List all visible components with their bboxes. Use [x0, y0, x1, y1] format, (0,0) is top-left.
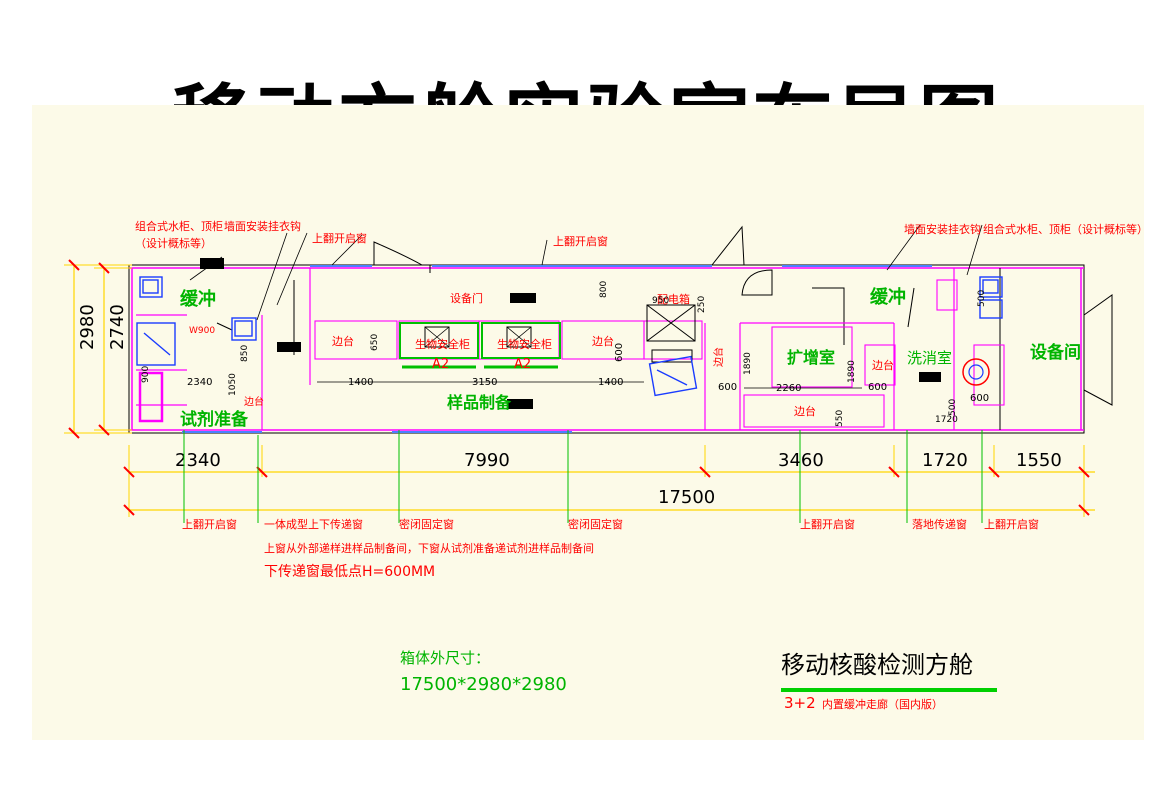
dim-600d: 600 — [970, 393, 989, 404]
dim-1890a: 1890 — [743, 352, 753, 375]
note-desc-1: 上窗从外部递样进样品制备间，下窗从试剂准备递试剂进样品制备间 — [264, 541, 594, 555]
note-hook-right: 墙面安装挂衣钩 — [904, 222, 981, 236]
interior-dimensions: 1400 3150 1400 2260 600 600 600 600 950 … — [141, 281, 989, 427]
dim-1550: 1550 — [1016, 450, 1062, 471]
dim-500a: 500 — [977, 290, 987, 307]
note-hook-left: 墙面安装挂衣钩 — [224, 219, 301, 233]
counter-label-1: 边台 — [332, 334, 354, 348]
dim-2340: 2340 — [175, 450, 221, 471]
dim-2740: 2740 — [107, 304, 128, 350]
bsc-class-2: A2 — [514, 357, 531, 372]
dim-1720-small: 1720 — [935, 415, 958, 425]
counter-label-4: 边台 — [872, 358, 894, 372]
dim-1400b: 1400 — [598, 377, 623, 388]
bsc-label-1: 生物安全柜 — [415, 337, 470, 351]
dim-650: 650 — [370, 334, 380, 351]
counter-label-2: 边台 — [592, 334, 614, 348]
drawing-sheet: 缓冲 缓冲 试剂准备 样品制备 扩增室 洗消室 设备间 生物安全柜 A2 生物安… — [32, 105, 1144, 740]
bsc-label-2: 生物安全柜 — [497, 337, 552, 351]
note-bottom-3: 密闭固定窗 — [399, 517, 454, 531]
panel-label: 配电箱 — [657, 292, 690, 306]
note-bottom-5: 上翻开启窗 — [800, 517, 855, 531]
room-reagent-prep: 试剂准备 — [180, 409, 249, 430]
top-notes: 组合式水柜、顶柜 （设计概标等） 墙面安装挂衣钩 上翻开启窗 上翻开启窗 墙面安… — [135, 219, 1144, 250]
room-buffer-left: 缓冲 — [180, 288, 216, 310]
partitions — [136, 268, 955, 430]
note-desc-2: 下传递窗最低点H=600MM — [264, 563, 435, 580]
box-size-value: 17500*2980*2980 — [400, 674, 567, 695]
equipment-room-shape — [999, 268, 1113, 430]
dim-2980: 2980 — [77, 304, 98, 350]
note-bottom-1: 上翻开启窗 — [182, 517, 237, 531]
dim-2260: 2260 — [776, 383, 801, 394]
box-size: 箱体外尺寸： 17500*2980*2980 — [400, 649, 567, 695]
bottom-notes: 上翻开启窗 一体成型上下传递窗 密闭固定窗 密闭固定窗 上翻开启窗 落地传递窗 … — [182, 517, 1039, 580]
dim-800: 800 — [599, 281, 609, 298]
autoclave-icon — [962, 358, 990, 386]
bsc-cabinet-2 — [481, 322, 561, 369]
dim-250: 250 — [697, 296, 707, 313]
note-bottom-2: 一体成型上下传递窗 — [264, 517, 363, 531]
note-top-window-left: 上翻开启窗 — [312, 231, 367, 245]
sink-icons — [136, 276, 1003, 397]
dim-17500: 17500 — [658, 487, 715, 508]
note-bottom-6: 落地传递窗 — [912, 517, 967, 531]
dim-1890b: 1890 — [847, 360, 857, 383]
counter-label-5: 边台 — [244, 395, 264, 408]
note-top-window-mid: 上翻开启窗 — [553, 234, 608, 248]
room-buffer-right: 缓冲 — [870, 286, 906, 308]
note-cabinet-right: 组合式水柜、顶柜（设计概标等） — [983, 222, 1144, 236]
bottom-dimensions: 2340 7990 3460 1720 1550 17500 — [123, 445, 1095, 517]
dim-w900: W900 — [189, 326, 215, 336]
dim-850: 850 — [240, 345, 250, 362]
room-equipment: 设备间 — [1030, 342, 1081, 363]
top-leaders — [189, 224, 983, 321]
room-amplification: 扩增室 — [787, 348, 835, 367]
stamp-title: 移动核酸检测方舱 — [781, 651, 973, 679]
bottom-leaders — [183, 430, 983, 523]
note-bottom-4: 密闭固定窗 — [568, 517, 623, 531]
note-cabinet-left-2: （设计概标等） — [135, 236, 212, 250]
bsc-class-1: A2 — [432, 357, 449, 372]
stamp-subtitle-prefix: 3+2 — [784, 694, 816, 712]
label-blocks — [200, 258, 941, 409]
room-labels: 缓冲 缓冲 试剂准备 样品制备 扩增室 洗消室 设备间 — [180, 286, 1081, 430]
dim-550: 550 — [835, 410, 845, 427]
dim-3150: 3150 — [472, 377, 497, 388]
note-bottom-7: 上翻开启窗 — [984, 517, 1039, 531]
dim-600b: 600 — [868, 382, 887, 393]
box-size-label: 箱体外尺寸： — [400, 649, 490, 667]
room-sample-prep: 样品制备 — [447, 393, 512, 412]
dim-7990: 7990 — [464, 450, 510, 471]
dim-2340-small: 2340 — [187, 377, 212, 388]
stamp-subtitle-rest: 内置缓冲走廊（国内版） — [822, 697, 943, 711]
door-label: 设备门 — [450, 291, 483, 305]
dim-500b: 500 — [948, 399, 958, 416]
title-stamp: 移动核酸检测方舱 3+2 内置缓冲走廊（国内版） — [781, 651, 997, 712]
dim-900: 900 — [141, 366, 151, 383]
dim-950: 950 — [652, 296, 669, 306]
dim-600a: 600 — [718, 382, 737, 393]
room-wash: 洗消室 — [907, 349, 952, 367]
reagent-fridge — [138, 371, 164, 423]
electrical-panel — [646, 304, 696, 363]
counter-label-3: 边台 — [794, 404, 816, 418]
container-walls — [128, 264, 1085, 434]
bsc-cabinet-1 — [399, 322, 479, 369]
furniture-labels: 生物安全柜 A2 生物安全柜 A2 边台 边台 边台 边台 设备门 配电箱 边台… — [244, 291, 894, 418]
dim-1400a: 1400 — [348, 377, 373, 388]
dim-600c: 600 — [614, 343, 625, 362]
dim-3460: 3460 — [778, 450, 824, 471]
left-dimensions: 2980 2740 — [64, 259, 132, 439]
dim-1050: 1050 — [228, 373, 238, 396]
counter-label-6: 边台 — [712, 347, 725, 367]
dim-1720: 1720 — [922, 450, 968, 471]
floor-plan: 缓冲 缓冲 试剂准备 样品制备 扩增室 洗消室 设备间 生物安全柜 A2 生物安… — [64, 219, 1144, 712]
note-cabinet-left-1: 组合式水柜、顶柜 — [135, 219, 223, 233]
